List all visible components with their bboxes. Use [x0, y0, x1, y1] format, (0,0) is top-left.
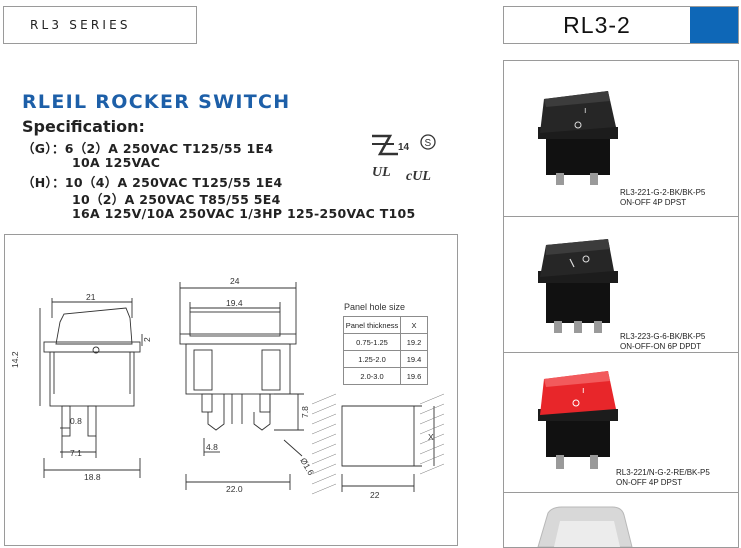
dim-24: 24: [230, 276, 240, 286]
table-cell: 1.25-2.0: [343, 350, 401, 368]
technical-drawing: 21 14.2 2 0.8 7.1 18.8 24 19.4 7.8 4.8 2…: [10, 276, 445, 500]
table-row: 0.75-1.25 19.2: [343, 333, 428, 351]
panel-hole-drawing: [341, 405, 435, 492]
dim-21: 21: [86, 292, 96, 302]
dim-0-8: 0.8: [70, 416, 82, 426]
product-caption: RL3-221/N-G-2-RE/BK-P5 ON-OFF 4P DPST: [616, 468, 710, 487]
accent-block: [690, 7, 738, 43]
dim-diameter: Ø1.6: [298, 456, 316, 477]
table-row: 2.0-3.0 19.6: [343, 367, 428, 385]
product-card: ı RL3-221-G-2-BK/BK-P5 ON-OFF 4P DPST: [504, 61, 738, 217]
enec-icon: 14: [372, 134, 410, 156]
table-cell: 19.2: [400, 333, 428, 351]
rocker-switch-image: [537, 506, 633, 547]
cul-icon: cUL: [406, 169, 431, 184]
table-cell: 2.0-3.0: [343, 367, 401, 385]
rocker-switch-image: [538, 239, 618, 333]
panel-hole-table: Panel thickness X 0.75-1.25 19.2 1.25-2.…: [343, 316, 428, 385]
product-desc: ON-OFF 4P DPST: [616, 477, 683, 487]
svg-text:ı: ı: [584, 105, 587, 115]
spec-line-2: 10A 125VAC: [72, 155, 161, 170]
s-mark-icon: S: [420, 134, 436, 150]
product-card: [504, 493, 738, 547]
technical-drawing-frame: [4, 234, 458, 546]
dim-2: 2: [142, 337, 152, 342]
spec-line-4: 10（2）A 250VAC T85/55 5E4: [72, 192, 281, 207]
hole-x-label: X: [428, 432, 434, 442]
table-header: X: [400, 316, 428, 334]
product-caption: RL3-223-G-6-BK/BK-P5 ON-OFF-ON 6P DPDT: [620, 332, 705, 351]
spec-line-3: （H）：10（4）A 250VAC T125/55 1E4: [22, 175, 283, 190]
side-view-drawing: [39, 298, 143, 478]
svg-text:ı: ı: [582, 385, 585, 395]
hole-22-label: 22: [370, 490, 380, 500]
product-code: RL3-221-G-2-BK/BK-P5: [620, 188, 706, 197]
dim-7-1: 7.1: [70, 448, 82, 458]
spec-heading: Specification:: [22, 117, 145, 136]
dim-4-8: 4.8: [206, 442, 218, 452]
dim-7-8: 7.8: [300, 406, 310, 418]
s-mark-text: S: [425, 138, 432, 149]
product-desc: ON-OFF 4P DPST: [620, 197, 687, 207]
enec-number: 14: [398, 142, 410, 153]
front-view-drawing: [179, 282, 304, 490]
spec-line-5: 16A 125V/10A 250VAC 1/3HP 125-250VAC T10…: [72, 206, 416, 221]
product-code: RL3-223-G-6-BK/BK-P5: [620, 332, 706, 341]
ul-icon: UL: [372, 165, 391, 180]
table-header: Panel thickness: [343, 316, 401, 334]
product-card: ı RL3-221/N-G-2-RE/BK-P5 ON-OFF 4P DPST: [504, 353, 738, 493]
ul-left-text: UL: [372, 165, 391, 180]
dim-19-4: 19.4: [226, 298, 243, 308]
product-caption: RL3-221-G-2-BK/BK-P5 ON-OFF 4P DPST: [620, 188, 705, 207]
product-list: ı RL3-221-G-2-BK/BK-P5 ON-OFF 4P DPST RL…: [503, 60, 739, 548]
dim-18-8: 18.8: [84, 472, 101, 482]
spec-line-1: （G）：6（2）A 250VAC T125/55 1E4: [22, 141, 274, 156]
table-cell: 0.75-1.25: [343, 333, 401, 351]
product-title: RLEIL ROCKER SWITCH: [22, 91, 291, 113]
ul-right-text: cUL: [406, 169, 431, 184]
product-card: RL3-223-G-6-BK/BK-P5 ON-OFF-ON 6P DPDT: [504, 217, 738, 353]
dim-22-0: 22.0: [226, 484, 243, 494]
dim-14-2: 14.2: [10, 351, 20, 368]
model-header: RL3-2: [503, 6, 739, 44]
certification-marks: 14 S UL cUL: [372, 134, 436, 184]
table-cell: 19.4: [400, 350, 428, 368]
rocker-switch-image: ı: [538, 91, 618, 185]
series-label: RL3 SERIES: [3, 6, 197, 44]
panel-table-title: Panel hole size: [344, 302, 406, 312]
rocker-switch-image: ı: [538, 371, 618, 469]
table-header-row: Panel thickness X: [343, 316, 428, 334]
product-code: RL3-221/N-G-2-RE/BK-P5: [616, 468, 710, 477]
table-row: 1.25-2.0 19.4: [343, 350, 428, 368]
product-desc: ON-OFF-ON 6P DPDT: [620, 341, 702, 351]
table-cell: 19.6: [400, 367, 428, 385]
model-label: RL3-2: [563, 11, 631, 38]
